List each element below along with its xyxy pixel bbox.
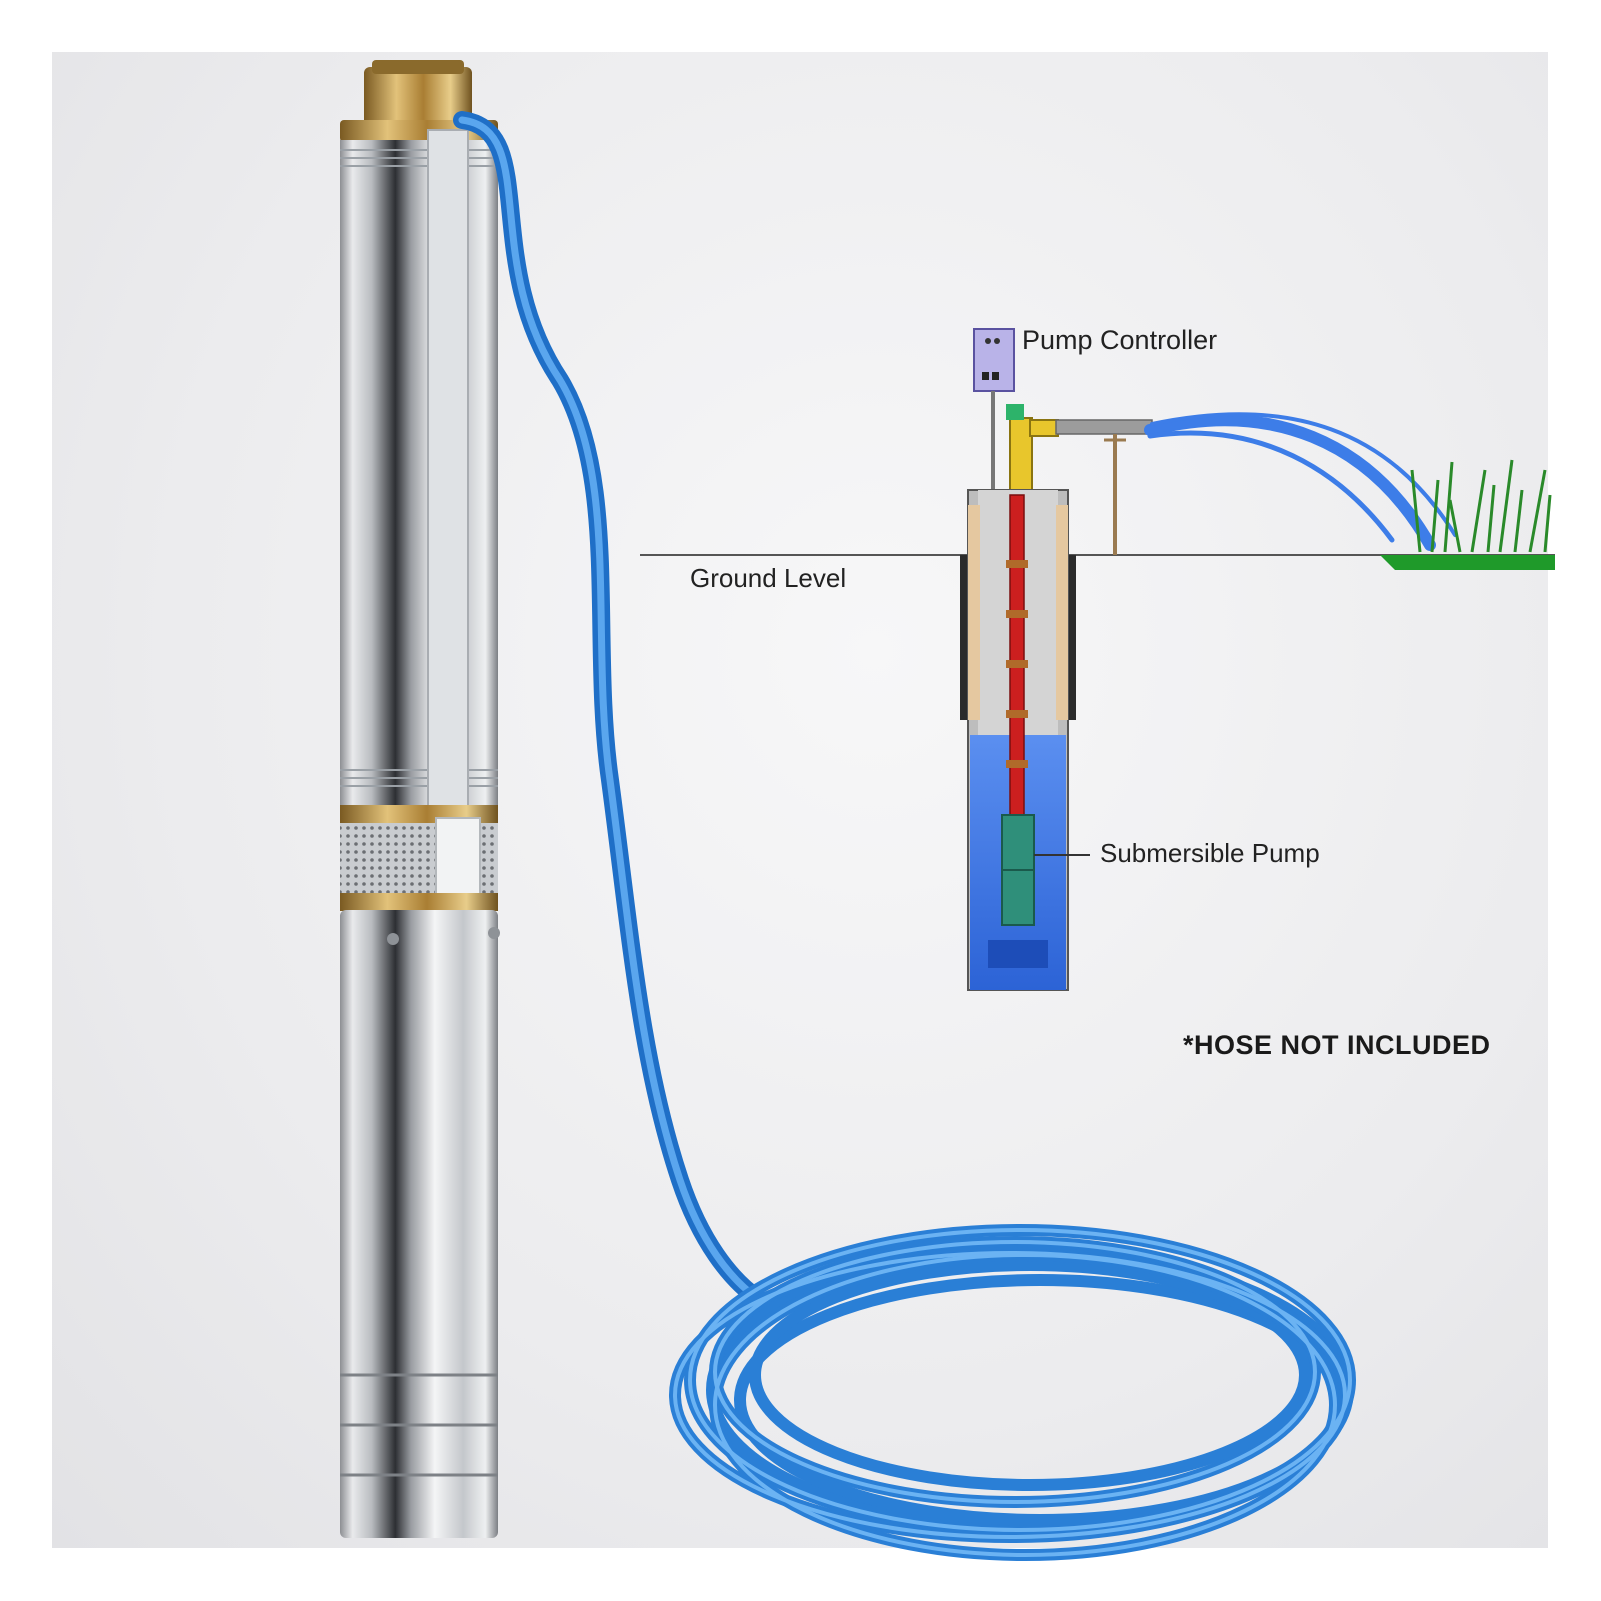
water-spray xyxy=(1144,412,1457,551)
label-submersible-pump: Submersible Pump xyxy=(1100,838,1320,868)
label-ground-level: Ground Level xyxy=(690,563,847,593)
well-diagram xyxy=(640,328,1555,991)
pump-body xyxy=(340,60,500,1538)
blue-cable xyxy=(453,111,1356,1561)
hose-notice: *HOSE NOT INCLUDED xyxy=(1183,1030,1491,1060)
label-pump-controller: Pump Controller xyxy=(1022,325,1218,355)
controller-icon xyxy=(973,328,1015,490)
grass-icon xyxy=(1380,459,1555,570)
